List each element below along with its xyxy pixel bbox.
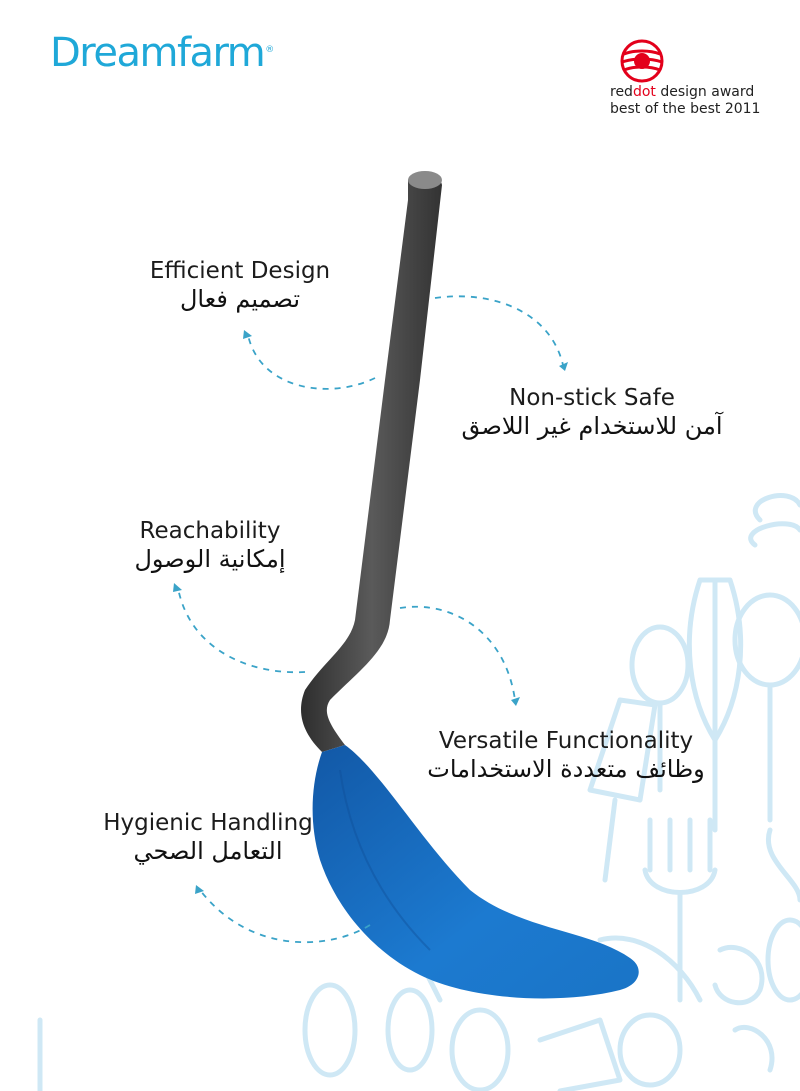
feature-en-label: Efficient Design — [149, 258, 331, 284]
feature-ar-label: آمن للاستخدام غير اللاصق — [461, 412, 723, 440]
award-title: reddot design award — [610, 84, 755, 100]
spatula-handle — [301, 173, 442, 752]
feature-ar-label: التعامل الصحي — [133, 837, 283, 865]
feature-en-label: Reachability — [139, 518, 281, 544]
feature-en-label: Non-stick Safe — [509, 385, 675, 411]
feature-reachability: Reachability إمكانية الوصول — [112, 518, 308, 573]
brand-name: Dreamfarm — [50, 30, 266, 76]
arrow-non-stick-safe — [434, 295, 564, 366]
arrow-versatile-functionality — [399, 605, 516, 701]
reddot-award-badge: reddot design award best of the best 201… — [610, 38, 780, 118]
award-subline: best of the best 2011 — [610, 101, 761, 117]
registered-mark: ® — [265, 44, 275, 55]
feature-ar-label: إمكانية الوصول — [134, 545, 286, 573]
feature-en-label: Versatile Functionality — [438, 728, 694, 754]
arrow-efficient-design — [247, 334, 376, 390]
feature-hygienic-handling: Hygienic Handling التعامل الصحي — [80, 810, 336, 865]
reddot-logo-icon — [620, 39, 664, 83]
arrow-reachability — [177, 587, 306, 674]
spatula-head — [312, 745, 639, 999]
feature-ar-label: تصميم فعال — [179, 285, 300, 313]
feature-ar-label: وظائف متعددة الاستخدامات — [427, 755, 705, 783]
arrow-hygienic-handling — [199, 889, 371, 944]
feature-non-stick-safe: Non-stick Safe آمن للاستخدام غير اللاصق — [436, 385, 748, 440]
feature-versatile-functionality: Versatile Functionality وظائف متعددة الا… — [392, 728, 740, 783]
feature-en-label: Hygienic Handling — [103, 810, 313, 836]
feature-efficient-design: Efficient Design تصميم فعال — [136, 258, 344, 313]
brand-logo: Dreamfarm® — [50, 30, 274, 76]
